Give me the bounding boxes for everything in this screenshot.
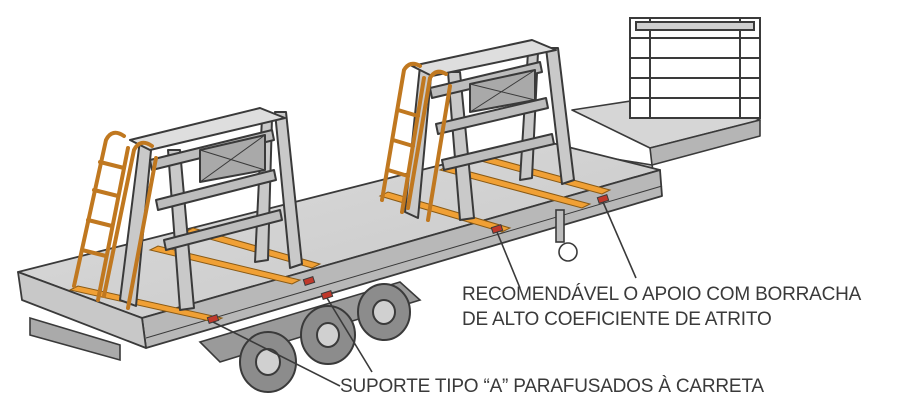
ladder-icon bbox=[380, 61, 452, 222]
headboard-rack bbox=[629, 17, 761, 119]
callout-leaders bbox=[212, 201, 637, 387]
callout-support: SUPORTE TIPO “A” PARAFUSADOS À CARRETA bbox=[340, 376, 764, 397]
rubber-pad-icon bbox=[206, 193, 610, 325]
callout-friction-line2: DE ALTO COEFICIENTE DE ATRITO bbox=[462, 309, 772, 330]
wheel-icon bbox=[239, 331, 297, 393]
a-frame-rack-rear bbox=[119, 107, 303, 311]
wheel-icon bbox=[300, 305, 356, 365]
wheel-icon bbox=[357, 283, 411, 341]
landing-gear bbox=[555, 209, 578, 262]
ladder-icon bbox=[72, 130, 158, 310]
callout-friction-line1: RECOMENDÁVEL O APOIO COM BORRACHA bbox=[462, 284, 862, 305]
